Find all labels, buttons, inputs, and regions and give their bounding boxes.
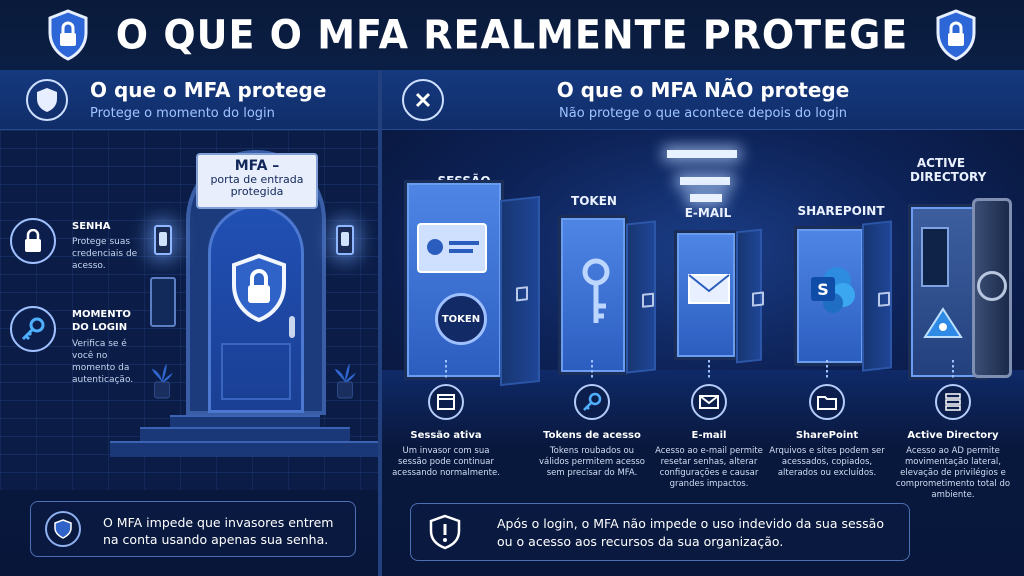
column-email: E-mail Acesso ao e-mail permite resetar … (650, 360, 768, 520)
column-title: Active Directory (907, 430, 999, 441)
door-sign: MFA – porta de entrada protegida (196, 153, 318, 209)
column-description: Acesso ao AD permite movimentação latera… (895, 446, 1011, 500)
envelope-icon (688, 274, 730, 304)
lock-icon (10, 218, 56, 264)
token-badge: TOKEN (435, 293, 487, 345)
column-title: SharePoint (795, 430, 859, 441)
protected-panel-subtitle: Protege o momento do login (90, 106, 275, 121)
ceiling-light (680, 177, 730, 185)
shield-lock-icon (48, 9, 88, 61)
feature-password: SENHA Protege suas credenciais de acesso… (10, 218, 140, 288)
azure-ad-icon (923, 307, 963, 338)
column-description: Acesso ao e-mail permite resetar senhas,… (655, 446, 763, 489)
header: O QUE O MFA REALMENTE PROTEGE (0, 0, 1024, 70)
envelope-icon (691, 384, 727, 420)
column-description: Tokens roubados ou válidos permitem aces… (538, 446, 645, 478)
unprotected-panel-header: O que o MFA NÃO protege Não protege o qu… (382, 70, 1024, 130)
feature-description: Verifica se é você no momento da autenti… (72, 339, 134, 385)
column-session: Sessão ativa Um invasor com sua sessão p… (384, 360, 508, 520)
keypad-icon (150, 277, 176, 327)
door-label: TOKEN (571, 194, 617, 208)
door-handle (289, 316, 295, 338)
close-icon (402, 79, 444, 121)
open-door (862, 220, 892, 372)
warning-shield-icon (427, 514, 463, 550)
protected-panel-title: O que o MFA protege (90, 78, 327, 102)
ceiling-light (690, 194, 722, 202)
open-door (626, 220, 656, 374)
column-description: Um invasor com sua sessão pode continuar… (392, 446, 500, 478)
column-title: E-mail (691, 430, 727, 441)
protected-note: O MFA impede que invasores entrem na con… (30, 501, 356, 557)
unprotected-panel-subtitle: Não protege o que acontece depois do log… (559, 106, 847, 121)
sharepoint-room: S (794, 226, 866, 366)
unprotected-note: Após o login, o MFA não impede o uso ind… (410, 503, 910, 561)
plant-icon (335, 363, 356, 399)
door-sign-line: protegida (230, 185, 284, 198)
protected-door (208, 205, 304, 413)
svg-text:S: S (817, 280, 829, 299)
unprotected-panel-title: O que o MFA NÃO protege (556, 78, 850, 102)
email-room (674, 230, 738, 360)
wall-lamp (154, 225, 172, 255)
token-room (558, 215, 628, 375)
protected-note-text: O MFA impede que invasores entrem na con… (103, 515, 334, 547)
page-title: O QUE O MFA REALMENTE PROTEGE (115, 11, 909, 59)
shield-icon (45, 511, 81, 547)
unprotected-note-text: Após o login, o MFA não impede o uso ind… (497, 516, 884, 549)
feature-description: Protege suas credenciais de acesso. (72, 237, 138, 271)
column-tokens: Tokens de acesso Tokens roubados ou váli… (534, 360, 650, 520)
door-sign-line: porta de entrada (210, 173, 304, 186)
shield-lock-icon (232, 253, 286, 323)
key-icon (582, 258, 610, 323)
protected-panel: O que o MFA protege Protege o momento do… (0, 70, 378, 576)
browser-window-icon (417, 223, 487, 273)
protected-panel-header: O que o MFA protege Protege o momento do… (0, 70, 378, 130)
vault-door (972, 198, 1012, 378)
door-panel (221, 343, 291, 400)
feature-login-moment: MOMENTO DO LOGIN Verifica se é você no m… (10, 306, 140, 386)
open-door (736, 228, 762, 364)
key-icon (10, 306, 56, 352)
wall-lamp (336, 225, 354, 255)
shield-lock-icon (936, 9, 976, 61)
key-icon (574, 384, 610, 420)
door-label: E-MAIL (684, 206, 732, 220)
unprotected-panel: O que o MFA NÃO protege Não protege o qu… (382, 70, 1024, 576)
feature-title: SENHA (72, 221, 111, 232)
ceiling-light (667, 150, 737, 158)
server-icon (935, 384, 971, 420)
folder-icon (809, 384, 845, 420)
door-label: SHAREPOINT (797, 204, 885, 218)
sharepoint-icon: S (811, 267, 855, 313)
open-door (500, 195, 540, 387)
shield-icon (26, 79, 68, 121)
feature-title: MOMENTO DO LOGIN (72, 309, 131, 333)
column-sharepoint: SharePoint Arquivos e sites podem ser ac… (768, 360, 886, 520)
column-description: Arquivos e sites podem ser acessados, co… (769, 446, 885, 478)
panel-divider (378, 70, 382, 576)
column-active-directory: Active Directory Acesso ao AD permite mo… (890, 360, 1016, 520)
plant-icon (152, 363, 173, 399)
session-room: TOKEN (404, 180, 504, 380)
door-label: ACTIVE DIRECTORY (910, 156, 987, 184)
column-title: Tokens de acesso (543, 430, 641, 441)
entrance-steps (110, 415, 378, 470)
browser-window-icon (428, 384, 464, 420)
server-icon (921, 227, 949, 287)
column-title: Sessão ativa (410, 430, 482, 441)
door-sign-title: MFA – (234, 158, 280, 174)
